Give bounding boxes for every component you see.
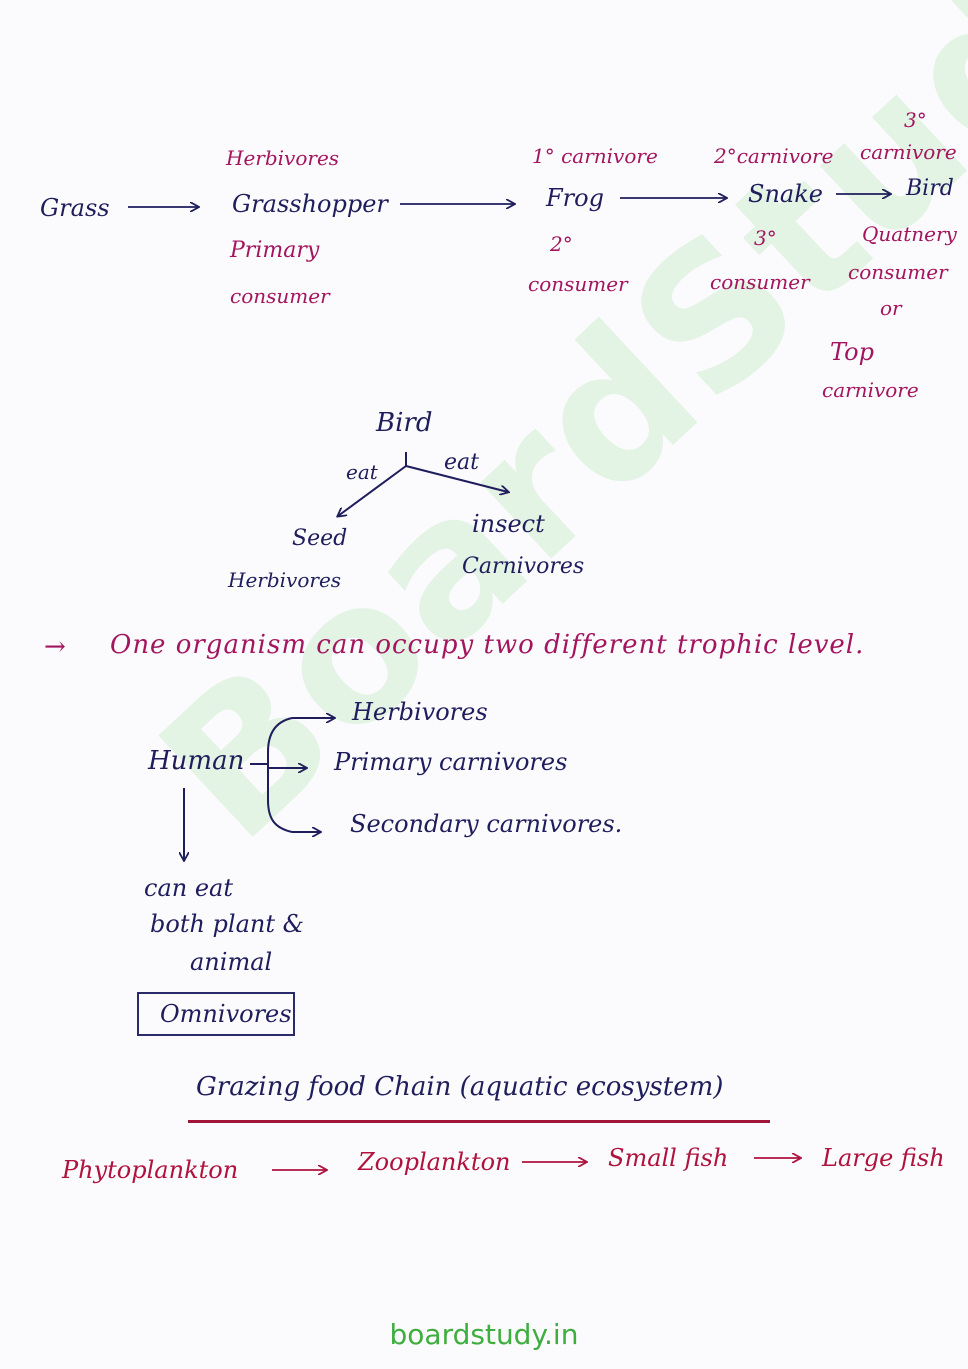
bird-node: Bird xyxy=(376,408,433,438)
human-desc-line2: both plant & xyxy=(150,910,304,938)
primary-consumer-label: consumer xyxy=(230,284,330,308)
footer-url[interactable]: boardstudy.in xyxy=(389,1318,579,1351)
first-carnivore-label: 1° carnivore xyxy=(532,144,658,168)
branch-herbivores: Herbivores xyxy=(352,698,488,726)
seed-role-label: Herbivores xyxy=(228,568,342,592)
quaternary-label: Quatnery xyxy=(862,222,957,246)
left-eat-label: eat xyxy=(346,460,378,484)
snake-consumer-label: consumer xyxy=(710,270,810,294)
top-label: Top xyxy=(830,338,874,366)
quaternary-consumer-label: consumer xyxy=(848,260,948,284)
aquatic-item-zooplankton: Zooplankton xyxy=(358,1148,511,1176)
frog-order-label: 2° xyxy=(550,232,573,256)
bird-label: Bird xyxy=(906,176,954,201)
frog-consumer-label: consumer xyxy=(528,272,628,296)
human-node: Human xyxy=(148,746,245,776)
aquatic-item-phytoplankton: Phytoplankton xyxy=(62,1156,239,1184)
arrow-bird-insect xyxy=(405,465,508,492)
insect-role-label: Carnivores xyxy=(462,554,585,579)
snake-label: Snake xyxy=(748,180,823,208)
second-carnivore-label: 2°carnivore xyxy=(714,144,834,168)
frog-label: Frog xyxy=(546,184,604,212)
herbivores-label: Herbivores xyxy=(226,146,340,170)
third-carnivore-order-label: 3° xyxy=(904,108,927,132)
heading-underline xyxy=(188,1120,770,1123)
top-carnivore-label: carnivore xyxy=(822,378,919,402)
human-brace xyxy=(267,717,293,833)
note-text: One organism can occupy two different tr… xyxy=(110,630,865,660)
arrow-bird-seed xyxy=(338,465,407,516)
branch-primary-carnivores: Primary carnivores xyxy=(334,748,568,776)
primary-label: Primary xyxy=(230,238,320,263)
right-eat-label: eat xyxy=(444,450,479,475)
human-desc-line1: can eat xyxy=(144,874,233,902)
insect-node: insect xyxy=(472,510,545,538)
third-carnivore-label: carnivore xyxy=(860,140,957,164)
human-desc-line3: animal xyxy=(190,948,273,976)
branch-secondary-carnivores: Secondary carnivores. xyxy=(350,810,623,838)
aquatic-item-large-fish: Large fish xyxy=(822,1144,945,1172)
note-arrow: → xyxy=(44,632,66,662)
grass-label: Grass xyxy=(40,194,110,222)
grasshopper-label: Grasshopper xyxy=(232,190,388,218)
snake-order-label: 3° xyxy=(754,226,777,250)
seed-node: Seed xyxy=(292,526,348,551)
omnivores-box xyxy=(137,992,295,1036)
or-label: or xyxy=(880,296,902,320)
omnivores-label: Omnivores xyxy=(160,1000,292,1028)
aquatic-item-small-fish: Small fish xyxy=(608,1144,729,1172)
aquatic-heading: Grazing food Chain (aquatic ecosystem) xyxy=(196,1072,724,1102)
